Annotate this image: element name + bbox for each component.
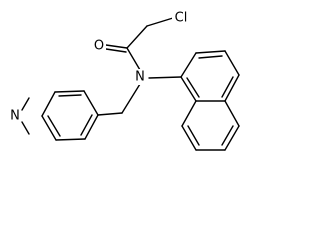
oxygen-label-bg [92, 38, 106, 54]
atom-labels: Cl O N N [8, 10, 190, 124]
oxygen-label: O [94, 39, 104, 54]
pyr-n-bond-up [21, 97, 30, 111]
pyridine-double-1 [80, 114, 93, 136]
bond-n-ch2 [121, 83, 141, 114]
naph-bond-4 [224, 74, 240, 102]
chlorine-label-bg [172, 10, 190, 26]
pyridine-n-bonds [21, 97, 30, 135]
molecule-structure: Cl O N N [8, 10, 240, 151]
bond-cl-ch2 [146, 17, 174, 27]
amide-nitrogen-label-bg [133, 69, 147, 85]
naph-double-2 [221, 76, 234, 98]
amide-nitrogen-label: N [135, 70, 145, 85]
amide-connections [97, 76, 182, 116]
bond-carbonyl-o-double [105, 48, 127, 53]
pyridine-bond-2 [55, 138, 86, 141]
pyr-n-bond-down [21, 121, 30, 135]
bond-ch2-pyridine [97, 112, 123, 116]
naph-bond-11 [224, 100, 240, 127]
naph-double-3 [186, 77, 200, 98]
bond-carbonyl-n [126, 47, 141, 71]
naphthalene-ring [180, 50, 240, 151]
pyridine-bond-1 [84, 114, 99, 140]
naph-bond-2 [195, 50, 226, 54]
naph-bond-3 [224, 50, 240, 76]
bond-carbonyl-o [105, 44, 128, 49]
pyridine-nitrogen-label: N [10, 109, 20, 124]
bond-ch2-carbonyl [126, 25, 148, 49]
pyridine-ring [41, 90, 99, 141]
pyridine-double-2 [47, 115, 61, 137]
bond-n-naphthyl [148, 76, 182, 79]
naph-bond-8 [181, 125, 197, 151]
pyridine-nitrogen-label-bg [8, 108, 22, 124]
pyridine-bond-4 [41, 91, 56, 117]
naph-bond-7 [181, 100, 197, 127]
naph-double-4 [187, 125, 200, 146]
pyridine-bond-6 [83, 90, 99, 116]
naph-double-5 [221, 125, 234, 146]
naph-bond-1 [180, 52, 197, 78]
naph-bond-6 [180, 76, 197, 102]
chloroacetyl-group [105, 17, 174, 71]
pyridine-double-3 [58, 94, 82, 97]
naph-double-1 [198, 55, 223, 59]
chlorine-label: Cl [175, 11, 188, 26]
pyridine-bond-3 [41, 115, 57, 141]
naph-bond-10 [224, 125, 240, 151]
pyridine-bond-5 [54, 90, 85, 93]
